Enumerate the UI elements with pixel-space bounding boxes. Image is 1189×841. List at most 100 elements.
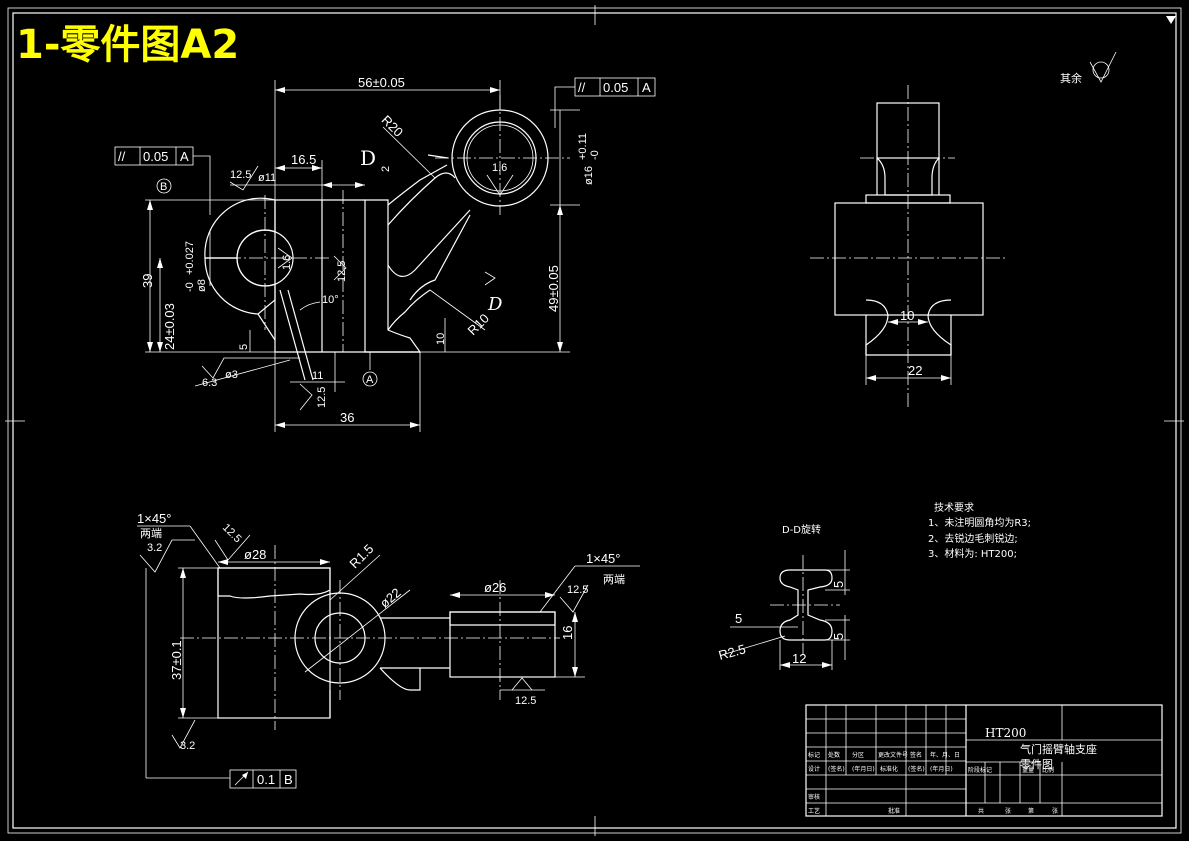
svg-text:标记: 标记 — [808, 751, 820, 759]
fcf-bottom: 0.1 B — [229, 769, 297, 789]
svg-text:(签名): (签名) — [908, 765, 925, 773]
svg-text:10: 10 — [900, 308, 914, 323]
fcf-top: // 0.05 A — [554, 77, 656, 128]
svg-text:16: 16 — [560, 626, 575, 640]
svg-text:1.6: 1.6 — [281, 255, 293, 270]
svg-text:(签名): (签名) — [828, 765, 845, 773]
svg-text:零件图: 零件图 — [1020, 758, 1053, 771]
svg-text:ø16: ø16 — [583, 166, 595, 185]
svg-text:气门摇臂轴支座: 气门摇臂轴支座 — [1020, 742, 1097, 756]
svg-text:张: 张 — [1052, 807, 1058, 815]
svg-text:12.5: 12.5 — [316, 387, 328, 408]
svg-text:ø11: ø11 — [258, 172, 276, 184]
front-view: 56±0.05 16.5 ø11 12.5 R20 D 2 1.6 ø16 +0… — [114, 75, 656, 432]
svg-text:两端: 两端 — [603, 573, 625, 586]
svg-text:R1.5: R1.5 — [346, 541, 376, 571]
svg-text:12.5: 12.5 — [336, 261, 348, 282]
svg-text:A: A — [180, 149, 189, 164]
roughness-other-symbol: 其余 — [1060, 51, 1117, 85]
svg-text:12.5: 12.5 — [230, 169, 251, 181]
svg-text:标准化: 标准化 — [880, 765, 898, 773]
svg-text:B: B — [284, 772, 293, 787]
svg-text:设计: 设计 — [808, 765, 820, 773]
svg-text:D-D旋转: D-D旋转 — [782, 523, 821, 536]
title-block: HT200 气门摇臂轴支座 零件图 标记 处数 分区 更改文件号 签名 年、月、… — [805, 704, 1163, 817]
svg-text:分区: 分区 — [852, 751, 864, 759]
svg-text:0.05: 0.05 — [143, 149, 168, 164]
svg-text:张: 张 — [1005, 807, 1011, 815]
svg-text:ø22: ø22 — [377, 585, 404, 611]
section-view: D-D旋转 5 5 5 R2.5 12 — [717, 523, 850, 670]
fcf-left: // 0.05 A — [114, 146, 211, 215]
svg-text:2、去锐边毛刺锐边;: 2、去锐边毛刺锐边; — [928, 532, 1018, 545]
svg-text:审核: 审核 — [808, 793, 820, 801]
svg-text:3.2: 3.2 — [180, 740, 195, 752]
svg-text:6.3: 6.3 — [202, 377, 217, 389]
svg-text:R2.5: R2.5 — [717, 641, 747, 663]
svg-text:10: 10 — [435, 333, 447, 345]
svg-text:39: 39 — [140, 274, 155, 288]
svg-text:12.5: 12.5 — [220, 522, 244, 546]
svg-text:12.5: 12.5 — [567, 584, 588, 596]
svg-text:(年月日): (年月日) — [930, 765, 953, 773]
side-view: 10 22 — [810, 85, 1005, 408]
svg-text:-0: -0 — [184, 282, 196, 292]
svg-text:5: 5 — [831, 633, 846, 640]
svg-text://: // — [118, 149, 126, 164]
svg-text:D: D — [360, 146, 376, 170]
svg-text:其余: 其余 — [1060, 71, 1082, 85]
svg-text:10°: 10° — [322, 294, 339, 306]
svg-text:+0.027: +0.027 — [184, 241, 196, 275]
svg-text:12.5: 12.5 — [515, 695, 536, 707]
svg-text:-0: -0 — [589, 150, 601, 160]
svg-text:24±0.03: 24±0.03 — [162, 303, 177, 350]
svg-text:ø26: ø26 — [484, 580, 506, 595]
technical-requirements: 技术要求 1、未注明圆角均为R3; 2、去锐边毛刺锐边; 3、材料为: HT20… — [928, 501, 1031, 560]
svg-text:5: 5 — [831, 581, 846, 588]
drawing-title: 1-零件图A2 — [16, 22, 239, 68]
svg-text:36: 36 — [340, 410, 354, 425]
svg-text:A: A — [366, 374, 374, 386]
svg-text:B: B — [160, 181, 167, 193]
svg-text:重量: 重量 — [1022, 766, 1034, 774]
svg-text:3.2: 3.2 — [147, 542, 162, 554]
svg-text:年、月、日: 年、月、日 — [930, 751, 960, 759]
svg-text:ø8: ø8 — [196, 279, 208, 292]
svg-text:5: 5 — [238, 344, 250, 350]
bottom-view: 1×45° 两端 3.2 12.5 ø28 R1.5 ø22 ø26 1×45°… — [137, 511, 640, 789]
svg-text://: // — [578, 80, 586, 95]
svg-text:16.5: 16.5 — [291, 152, 316, 167]
svg-text:第: 第 — [1028, 807, 1034, 815]
svg-text:5: 5 — [735, 611, 742, 626]
svg-text:0.05: 0.05 — [603, 80, 628, 95]
svg-text:49±0.05: 49±0.05 — [546, 265, 561, 312]
svg-text:3、材料为: HT200;: 3、材料为: HT200; — [928, 547, 1017, 560]
sheet-border — [5, 5, 1184, 836]
svg-text:22: 22 — [908, 363, 922, 378]
svg-text:1×45°: 1×45° — [586, 551, 620, 566]
svg-text:A: A — [642, 80, 651, 95]
svg-text:1、未注明圆角均为R3;: 1、未注明圆角均为R3; — [928, 516, 1031, 529]
svg-text:+0.11: +0.11 — [577, 133, 589, 160]
svg-text:批准: 批准 — [888, 807, 900, 815]
svg-text:阶段标记: 阶段标记 — [968, 766, 992, 774]
svg-text:HT200: HT200 — [985, 726, 1026, 740]
svg-text:37±0.1: 37±0.1 — [169, 640, 184, 680]
svg-text:ø28: ø28 — [244, 547, 266, 562]
svg-text:(年月日): (年月日) — [852, 765, 875, 773]
svg-text:1×45°: 1×45° — [137, 511, 171, 526]
svg-text:技术要求: 技术要求 — [934, 501, 974, 514]
svg-text:0.1: 0.1 — [257, 772, 275, 787]
svg-text:2: 2 — [380, 166, 392, 172]
svg-text:11: 11 — [312, 370, 323, 382]
svg-text:共: 共 — [978, 807, 984, 815]
svg-text:签名: 签名 — [910, 751, 922, 759]
svg-text:比例: 比例 — [1042, 766, 1054, 774]
svg-text:D: D — [487, 294, 503, 315]
svg-text:12: 12 — [792, 651, 806, 666]
svg-text:ø3: ø3 — [225, 369, 238, 381]
svg-text:两端: 两端 — [140, 527, 162, 540]
svg-text:更改文件号: 更改文件号 — [878, 751, 908, 759]
svg-text:R20: R20 — [379, 112, 406, 139]
